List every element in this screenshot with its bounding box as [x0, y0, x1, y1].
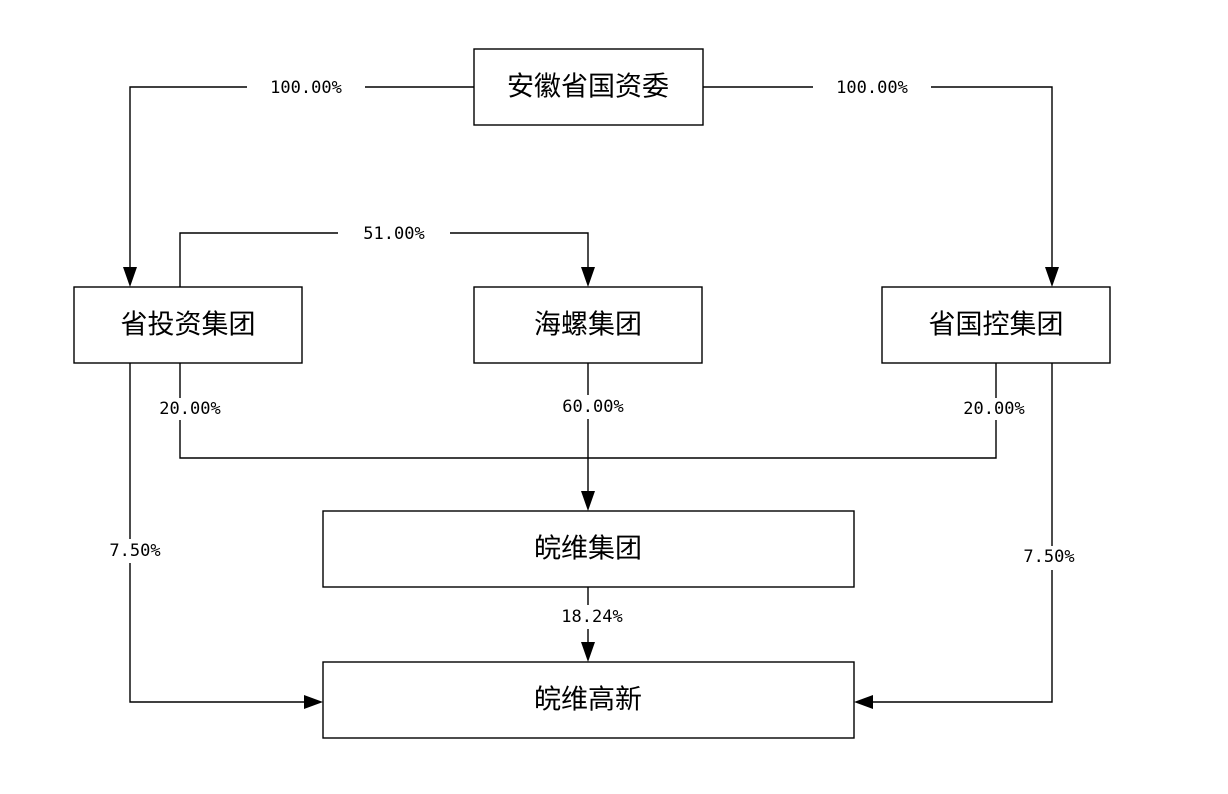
- edge-line-ahsasac-to-holding: [703, 86, 1053, 268]
- edge-label-investment-to-hailuo: 51.00%: [363, 224, 424, 244]
- edge-line-holding-to-hitech: [872, 363, 1053, 703]
- node-wanwei-hitech: 皖维高新: [322, 661, 855, 739]
- edge-label-hailuo-to-wanwei-group: 60.00%: [562, 397, 623, 417]
- node-ahsasac: 安徽省国资委: [473, 48, 704, 126]
- edge-label-holding-to-wanwei-group: 20.00%: [963, 399, 1024, 419]
- node-wanwei-group: 皖维集团: [322, 510, 855, 588]
- edge-label-ahsasac-to-investment: 100.00%: [270, 78, 342, 98]
- edge-label-holding-to-hitech: 7.50%: [1023, 547, 1074, 567]
- arrowhead-to-investment: [123, 267, 137, 287]
- arrowhead-to-hitech-from-group: [581, 642, 595, 662]
- node-label-hailuo: 海螺集团: [534, 310, 642, 341]
- arrowhead-to-hitech-from-investment: [304, 695, 323, 709]
- edge-label-ahsasac-to-holding: 100.00%: [836, 78, 908, 98]
- node-provincial-holding: 省国控集团: [881, 286, 1111, 364]
- edge-label-investment-to-hitech: 7.50%: [109, 541, 160, 561]
- arrowhead-to-hailuo: [581, 267, 595, 287]
- edge-line-investment-to-hitech: [129, 363, 305, 703]
- edge-line-holding-to-wanwei-group: [588, 363, 997, 459]
- arrowhead-to-holding: [1045, 267, 1059, 287]
- edge-line-investment-to-wanwei-group: [179, 363, 588, 459]
- node-label-wanwei-hitech: 皖维高新: [534, 685, 642, 716]
- node-hailuo: 海螺集团: [473, 286, 703, 364]
- node-label-provincial-holding: 省国控集团: [929, 310, 1064, 341]
- arrowhead-to-wanwei-group: [581, 491, 595, 511]
- edge-label-wanwei-group-to-hitech: 18.24%: [561, 607, 622, 627]
- edge-label-investment-to-wanwei-group: 20.00%: [159, 399, 220, 419]
- node-label-ahsasac: 安徽省国资委: [507, 72, 669, 103]
- node-provincial-investment: 省投资集团: [73, 286, 303, 364]
- arrowhead-to-hitech-from-holding: [854, 695, 873, 709]
- node-label-wanwei-group: 皖维集团: [534, 534, 642, 565]
- node-label-provincial-investment: 省投资集团: [121, 310, 256, 341]
